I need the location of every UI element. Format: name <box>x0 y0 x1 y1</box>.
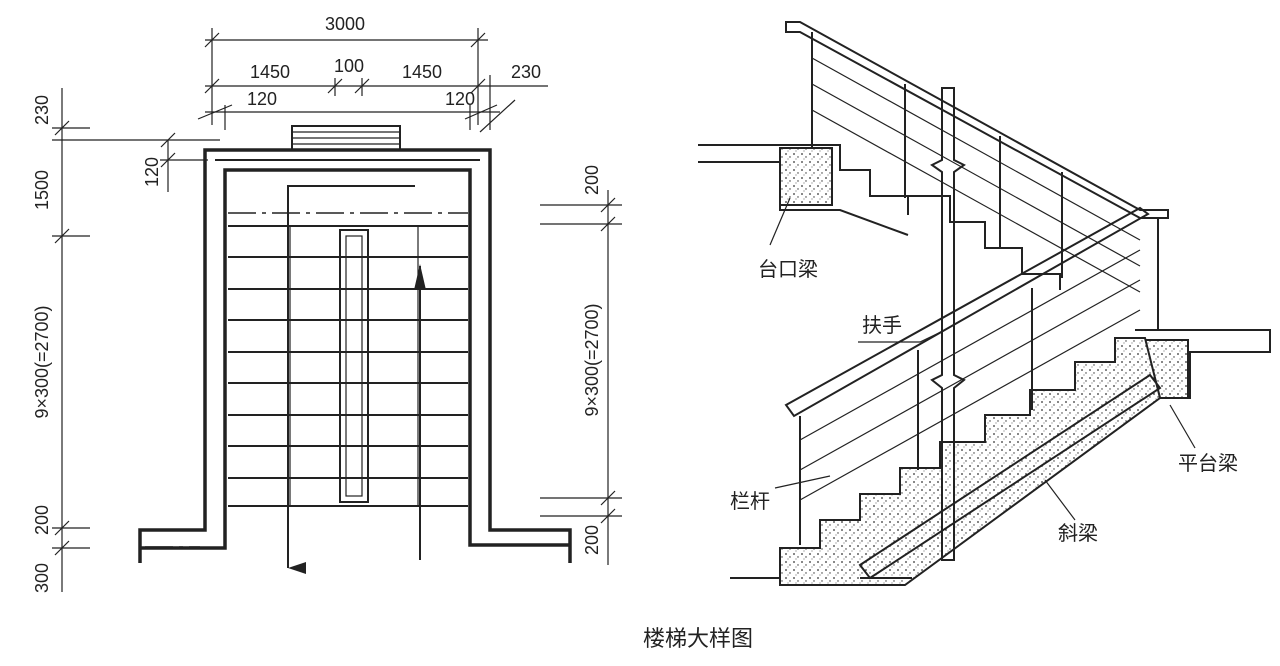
upper-railing <box>785 21 1169 330</box>
dim-flight-left: 1450 <box>250 62 290 82</box>
lower-railing <box>784 206 1150 545</box>
dim-left-120: 120 <box>142 157 162 187</box>
dim-left-200: 200 <box>32 505 52 535</box>
stair-section <box>698 21 1271 586</box>
dim-left-1500: 1500 <box>32 170 52 210</box>
dim-wall-in-left: 120 <box>247 89 277 109</box>
label-handrail: 扶手 <box>862 313 902 337</box>
figure-caption: 楼梯大样图 <box>643 627 753 652</box>
dim-wall-in-right: 120 <box>445 89 475 109</box>
up-arrow-icon <box>414 264 426 290</box>
plan-down-path <box>287 185 415 574</box>
label-step-beam: 台口梁 <box>758 257 818 281</box>
stair-plan: 3000 1450 100 1450 230 120 120 230 120 1… <box>32 14 622 593</box>
label-baluster: 栏杆 <box>730 489 770 513</box>
step-beam <box>779 147 833 206</box>
dim-total-width: 3000 <box>325 14 365 34</box>
stringer <box>858 373 1162 580</box>
plan-right-dimensions <box>540 190 622 565</box>
upper-flight <box>908 195 1061 290</box>
dim-right-200-bot: 200 <box>582 525 602 555</box>
dim-left-230: 230 <box>32 95 52 125</box>
label-stringer: 斜梁 <box>1058 521 1098 545</box>
lower-flight-slab <box>779 337 1162 586</box>
plan-top-dimensions <box>197 28 548 133</box>
plan-inner-wall <box>140 168 570 550</box>
newel-post <box>930 87 966 561</box>
dim-right-200-top: 200 <box>582 165 602 195</box>
dim-left-300: 300 <box>32 563 52 593</box>
plan-window <box>291 125 401 151</box>
dim-right-stairs: 9×300(=2700) <box>582 303 602 416</box>
dim-left-stairs: 9×300(=2700) <box>32 305 52 418</box>
dim-flight-right: 1450 <box>402 62 442 82</box>
dim-gap: 100 <box>334 56 364 76</box>
dim-wall-right: 230 <box>511 62 541 82</box>
label-landing-beam: 平台梁 <box>1178 451 1238 475</box>
plan-treads <box>228 225 468 507</box>
plan-stair-well <box>339 229 369 503</box>
plan-left-dimensions <box>52 88 220 592</box>
